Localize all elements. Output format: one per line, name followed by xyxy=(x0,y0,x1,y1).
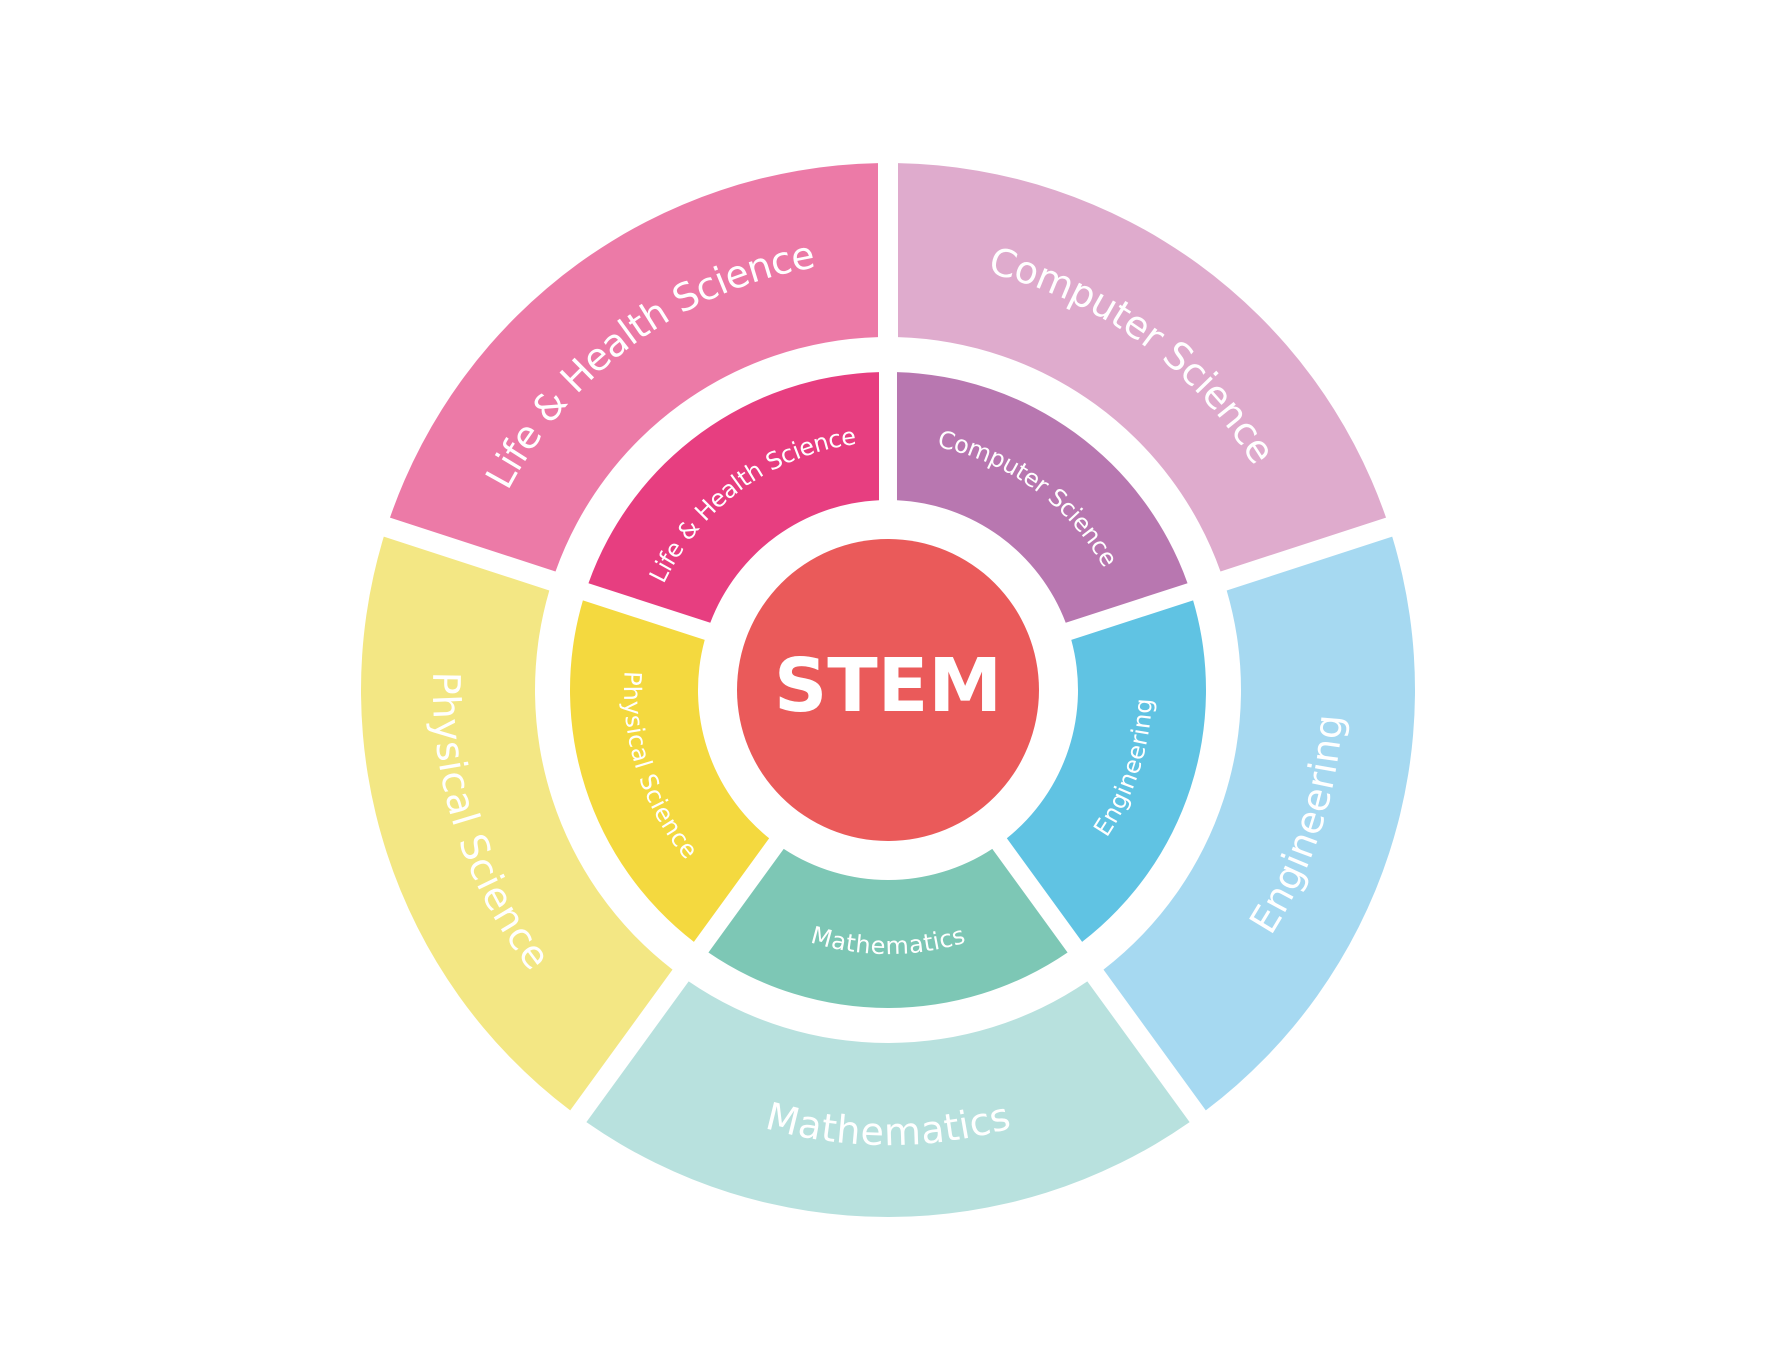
stem-center-label: STEM xyxy=(774,643,1002,729)
outer-segment-engineering xyxy=(1103,536,1415,1111)
inner-segment-mathematics xyxy=(708,848,1068,1009)
inner-segment-life-and-health-science xyxy=(588,372,880,623)
inner-segment-engineering xyxy=(1006,600,1206,942)
outer-segment-computer-science xyxy=(897,163,1387,572)
outer-segment-mathematics xyxy=(586,981,1190,1217)
outer-segment-life-and-health-science xyxy=(389,163,879,572)
outer-segment-physical-science xyxy=(361,536,673,1111)
inner-segment-physical-science xyxy=(570,600,770,942)
center-hub: STEM xyxy=(737,539,1039,841)
stem-center-circle xyxy=(737,539,1039,841)
inner-segment-computer-science xyxy=(896,372,1188,623)
